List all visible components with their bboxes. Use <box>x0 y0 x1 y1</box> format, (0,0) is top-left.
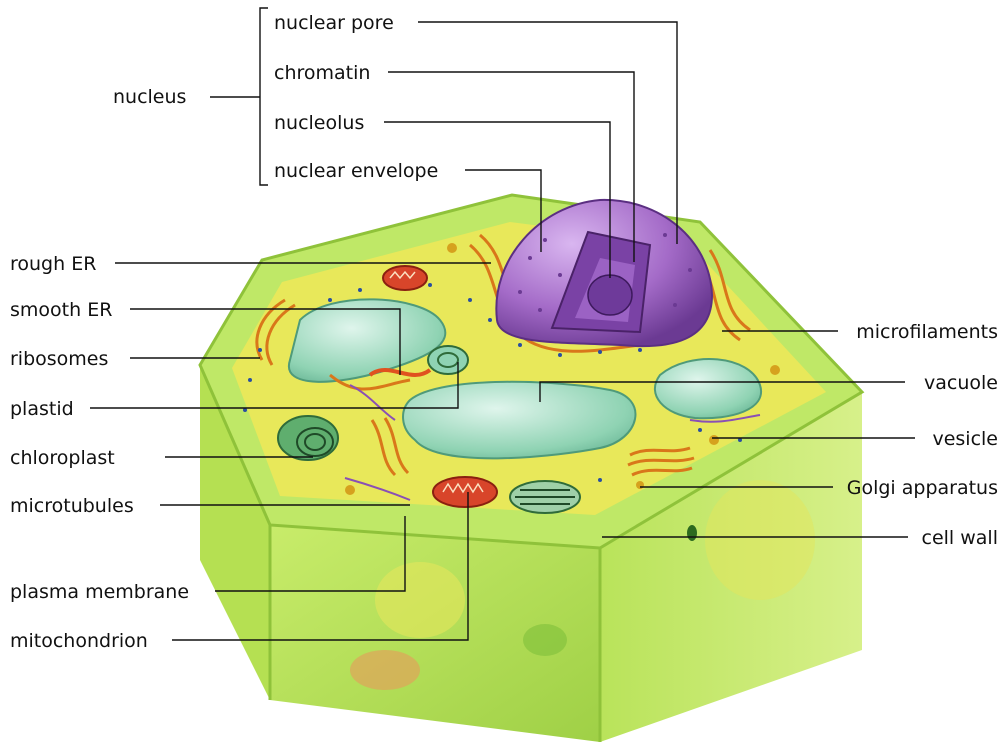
label-mitochondrion: mitochondrion <box>10 630 148 652</box>
label-golgi-apparatus: Golgi apparatus <box>847 477 998 499</box>
label-rough-er: rough ER <box>10 253 96 275</box>
plastid <box>428 346 468 374</box>
label-chromatin: chromatin <box>274 62 370 84</box>
label-ribosomes: ribosomes <box>10 348 108 370</box>
label-cell-wall: cell wall <box>922 527 998 549</box>
vacuole-right <box>655 359 761 418</box>
nucleolus-body <box>588 275 632 315</box>
mitochondrion-front <box>433 477 497 507</box>
chloroplast-left <box>278 416 338 460</box>
label-nuclear-envelope: nuclear envelope <box>274 160 438 182</box>
mitochondrion-top <box>383 266 427 290</box>
label-plasma-membrane: plasma membrane <box>10 581 189 603</box>
vacuole-center <box>403 382 635 459</box>
label-smooth-er: smooth ER <box>10 299 112 321</box>
label-vesicle: vesicle <box>932 428 998 450</box>
label-microfilaments: microfilaments <box>856 321 998 343</box>
label-nucleolus: nucleolus <box>274 112 364 134</box>
chloroplast-front <box>510 481 580 513</box>
label-chloroplast: chloroplast <box>10 447 115 469</box>
label-vacuole: vacuole <box>924 372 998 394</box>
label-microtubules: microtubules <box>10 495 134 517</box>
label-nuclear-pore: nuclear pore <box>274 12 394 34</box>
label-nucleus: nucleus <box>113 86 186 108</box>
label-plastid: plastid <box>10 398 74 420</box>
